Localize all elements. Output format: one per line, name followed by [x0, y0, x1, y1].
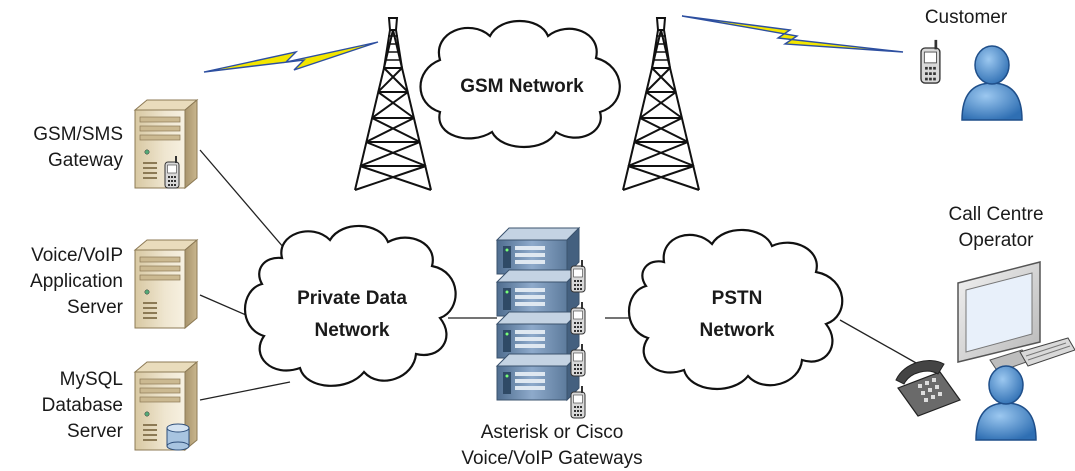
voip-server-label-line2: Application: [30, 271, 123, 292]
call-centre-label-line1: Call Centre: [948, 204, 1043, 225]
voip-server-label-line1: Voice/VoIP: [31, 245, 123, 266]
mysql-server-label-line2: Database: [42, 395, 123, 416]
keyboard-icon: [1019, 337, 1075, 367]
pstn-network-label-line2: Network: [700, 320, 775, 341]
voip-application-server-icon: [134, 239, 198, 329]
customer-mobile-phone-icon: [920, 39, 941, 84]
link-gsm-gateway: [199, 149, 291, 256]
gsm-network-label: GSM Network: [460, 76, 584, 97]
connectors: [199, 149, 926, 401]
gsm-gateway-label-line1: GSM/SMS: [33, 124, 123, 145]
gsm-network-cloud: GSM Network: [419, 19, 621, 149]
computer-monitor-icon: [957, 261, 1041, 373]
mysql-server-label-line3: Server: [67, 421, 124, 442]
mysql-database-server-icon: [134, 361, 198, 451]
private-data-network-label-line1: Private Data: [297, 288, 407, 309]
gateways-label-line1: Asterisk or Cisco: [481, 422, 624, 443]
call-centre-label-line2: Operator: [959, 230, 1035, 251]
tower-left-icon: [354, 17, 432, 191]
gateways-label-line2: Voice/VoIP Gateways: [461, 448, 642, 469]
tower-right-icon: [622, 17, 700, 191]
link-pstn-to-operator: [839, 319, 926, 369]
private-data-network-label-line2: Network: [315, 320, 390, 341]
operator-person-icon: [975, 365, 1037, 441]
customer-label: Customer: [925, 7, 1008, 28]
pstn-network-cloud: PSTN Network: [627, 228, 844, 390]
mysql-server-label-line1: MySQL: [60, 369, 123, 390]
wireless-link-right: [681, 15, 904, 53]
gsm-gateway-label-line2: Gateway: [48, 150, 123, 171]
wireless-link-left: [203, 41, 379, 73]
private-data-network-cloud: Private Data Network: [243, 224, 457, 387]
desk-telephone-icon: [895, 360, 961, 417]
voip-gateway-rack-icon: [496, 227, 586, 419]
voip-server-label-line3: Server: [67, 297, 124, 318]
gsm-sms-gateway-server-icon: [134, 99, 198, 189]
database-icon: [166, 423, 190, 451]
customer-person-icon: [961, 45, 1023, 121]
pstn-network-label-line1: PSTN: [712, 288, 763, 309]
link-mysql-server: [199, 381, 291, 401]
